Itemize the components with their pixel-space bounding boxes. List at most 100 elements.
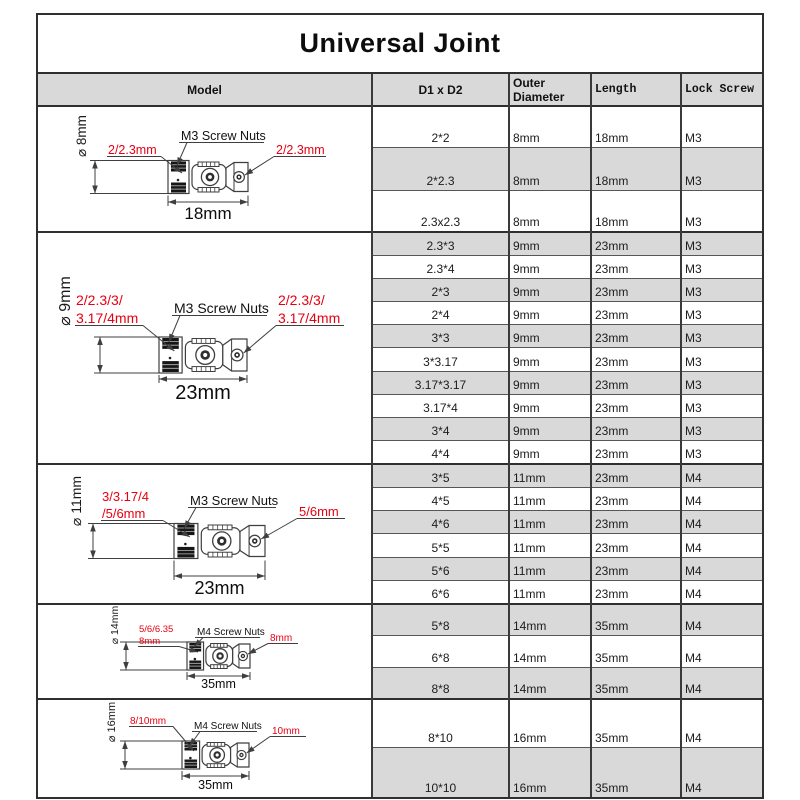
length-dimension-label: 35mm	[198, 778, 233, 792]
bore-left-label: 2/2.3/3/	[76, 292, 123, 308]
cell-lock-screw: M3	[680, 324, 762, 348]
cell-outer-diameter: 16mm	[508, 746, 591, 797]
table-header: Model D1 x D2 Outer Diameter Length Lock…	[38, 74, 762, 106]
cell-lock-screw: M3	[680, 277, 762, 302]
cell-lock-screw: M3	[680, 301, 762, 325]
spec-sheet: Universal Joint Model D1 x D2 Outer Diam…	[36, 13, 764, 799]
bore-left-label: 8mm	[139, 636, 160, 647]
cell-d1xd2: 3.17*4	[371, 393, 509, 418]
cell-d1xd2: 5*5	[371, 533, 509, 558]
cell-d1xd2: 2*3	[371, 277, 509, 302]
cell-outer-diameter: 16mm	[508, 698, 591, 748]
cell-d1xd2: 2.3x2.3	[371, 189, 509, 232]
cell-lock-screw: M3	[680, 231, 762, 256]
cell-d1xd2: 3*3.17	[371, 347, 509, 372]
cell-lock-screw: M4	[680, 533, 762, 558]
bore-left-label: 3.17/4mm	[76, 310, 138, 326]
cell-length: 23mm	[590, 347, 681, 372]
cell-length: 18mm	[590, 147, 681, 191]
cell-d1xd2: 3*4	[371, 416, 509, 441]
cell-d1xd2: 5*6	[371, 556, 509, 581]
cell-outer-diameter: 9mm	[508, 416, 591, 441]
cell-outer-diameter: 11mm	[508, 556, 591, 581]
cell-outer-diameter: 9mm	[508, 347, 591, 372]
cell-length: 35mm	[590, 746, 681, 797]
cell-length: 23mm	[590, 580, 681, 604]
screw-nuts-label: M4 Screw Nuts	[197, 627, 265, 638]
cell-lock-screw: M4	[680, 486, 762, 511]
cell-outer-diameter: 9mm	[508, 231, 591, 256]
screw-nuts-label: M4 Screw Nuts	[194, 721, 262, 732]
length-dimension-label: 18mm	[184, 204, 231, 223]
header-row: Model D1 x D2 Outer Diameter Length Lock…	[38, 74, 762, 106]
cell-length: 23mm	[590, 533, 681, 558]
cell-lock-screw: M3	[680, 370, 762, 395]
cell-outer-diameter: 9mm	[508, 393, 591, 418]
screw-nuts-label: M3 Screw Nuts	[174, 300, 269, 316]
cell-d1xd2: 3*3	[371, 324, 509, 348]
cell-lock-screw: M3	[680, 105, 762, 148]
cell-length: 23mm	[590, 440, 681, 464]
bore-left-label: /5/6mm	[102, 506, 145, 521]
cell-length: 23mm	[590, 393, 681, 418]
screw-nuts-label: M3 Screw Nuts	[190, 493, 279, 508]
cell-length: 23mm	[590, 370, 681, 395]
bore-left-label: 3/3.17/4	[102, 489, 149, 504]
cell-lock-screw: M3	[680, 147, 762, 191]
cell-outer-diameter: 9mm	[508, 301, 591, 325]
cell-lock-screw: M4	[680, 635, 762, 668]
cell-lock-screw: M4	[680, 556, 762, 581]
cell-length: 23mm	[590, 301, 681, 325]
cell-length: 23mm	[590, 254, 681, 279]
diameter-label: ⌀ 8mm	[74, 115, 89, 157]
cell-outer-diameter: 8mm	[508, 105, 591, 148]
cell-length: 23mm	[590, 231, 681, 256]
length-dimension-label: 23mm	[175, 382, 231, 404]
diameter-label: ⌀ 11mm	[68, 476, 84, 526]
bore-left-label: 5/6/6.35	[139, 624, 173, 635]
cell-outer-diameter: 14mm	[508, 666, 591, 699]
cell-d1xd2: 2.3*4	[371, 254, 509, 279]
bore-right-label: 2/2.3/3/	[278, 292, 325, 308]
cell-d1xd2: 10*10	[371, 746, 509, 797]
cell-length: 23mm	[590, 463, 681, 488]
cell-outer-diameter: 11mm	[508, 533, 591, 558]
cell-length: 23mm	[590, 486, 681, 511]
diameter-label: ⌀ 16mm	[106, 702, 118, 742]
cell-outer-diameter: 8mm	[508, 189, 591, 232]
col-header-lock-screw: Lock Screw	[680, 74, 762, 106]
col-header-outer-diameter: Outer Diameter	[508, 74, 591, 106]
bore-left-label: 8/10mm	[130, 716, 166, 727]
cell-lock-screw: M3	[680, 440, 762, 464]
cell-d1xd2: 2*2	[371, 105, 509, 148]
cell-d1xd2: 8*10	[371, 698, 509, 748]
bore-right-label: 3.17/4mm	[278, 310, 340, 326]
cell-outer-diameter: 9mm	[508, 277, 591, 302]
cell-outer-diameter: 9mm	[508, 324, 591, 348]
cell-d1xd2: 4*6	[371, 510, 509, 534]
cell-lock-screw: M4	[680, 463, 762, 488]
cell-d1xd2: 6*8	[371, 635, 509, 668]
cell-outer-diameter: 11mm	[508, 510, 591, 534]
cell-lock-screw: M4	[680, 510, 762, 534]
col-header-length: Length	[590, 74, 681, 106]
cell-length: 23mm	[590, 416, 681, 441]
